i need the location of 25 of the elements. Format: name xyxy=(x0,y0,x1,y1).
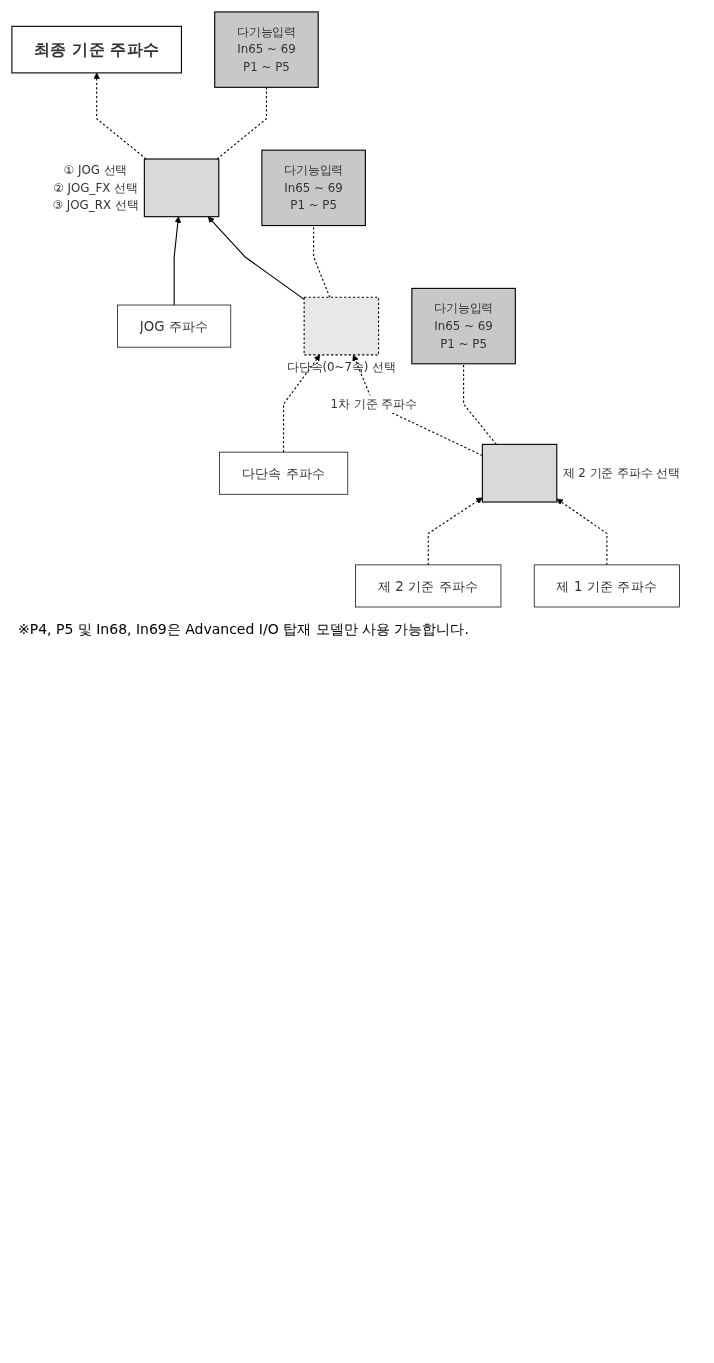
note-text: ※P4, P5 및 In68, In69은 Advanced I/O 탑재 모델만 사용 가능합니다. xyxy=(18,620,470,639)
node-box: 최종 기준 주파수 xyxy=(11,25,182,74)
arrow xyxy=(173,216,182,306)
node-box: 다기능입력 In65 ~ 69 P1 ~ P5 xyxy=(214,11,319,88)
node-box xyxy=(481,443,558,503)
connector xyxy=(313,225,331,298)
node-box: 다기능입력 In65 ~ 69 P1 ~ P5 xyxy=(411,287,516,365)
arrow xyxy=(556,498,608,566)
node-box xyxy=(143,158,220,218)
arrow xyxy=(283,354,321,453)
connector xyxy=(463,363,497,445)
arrow xyxy=(427,497,483,566)
node-box: JOG 주파수 xyxy=(117,304,232,348)
node-label: ① JOG 선택 xyxy=(63,162,128,177)
arrow xyxy=(207,216,305,300)
node-box: 제 2 기준 주파수 xyxy=(355,564,502,608)
node-label: 제 2 기준 주파수 선택 xyxy=(562,465,680,480)
node-box: 다기능입력 In65 ~ 69 P1 ~ P5 xyxy=(261,149,366,227)
node-label: ② JOG_FX 선택 xyxy=(53,180,138,195)
edge-label: 1차 기준 주파수 xyxy=(330,396,417,411)
node-label: ③ JOG_RX 선택 xyxy=(52,198,139,213)
node-box: 제 1 기준 주파수 xyxy=(533,564,680,608)
node-box: 다단속 주파수 xyxy=(219,451,349,495)
node-label: 다단속(0~7속) 선택 xyxy=(286,360,396,375)
node-box xyxy=(303,296,380,356)
